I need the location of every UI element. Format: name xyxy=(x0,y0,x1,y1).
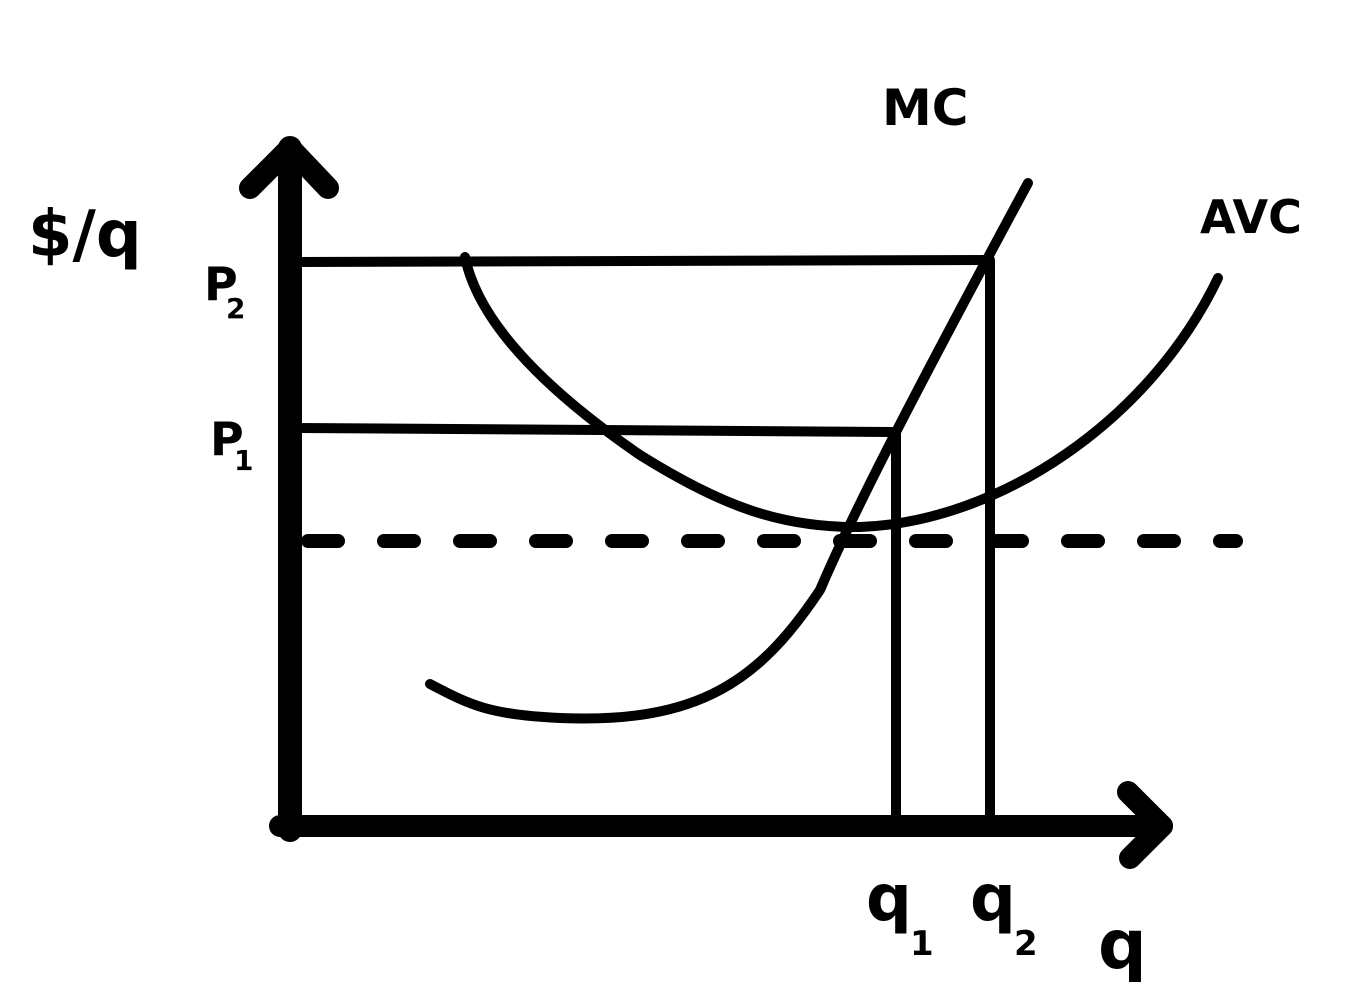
x-axis-label: q xyxy=(1098,906,1147,985)
y-axis-arrowhead xyxy=(239,137,339,199)
svg-text:1: 1 xyxy=(910,924,934,964)
avc-curve xyxy=(460,252,1223,533)
p2-label: P 2 xyxy=(204,257,245,325)
mc-curve xyxy=(425,178,1033,724)
q2-label: q 2 xyxy=(970,862,1038,964)
avc-curve-label: AVC xyxy=(1200,190,1302,244)
y-axis-label: $/q xyxy=(28,198,142,272)
p1-label: P 1 xyxy=(210,412,253,477)
q1-label: q 1 xyxy=(866,862,934,964)
x-axis-arrowhead xyxy=(1117,781,1173,869)
mc-curve-label: MC xyxy=(882,79,968,137)
svg-text:1: 1 xyxy=(234,444,253,477)
svg-text:P: P xyxy=(210,412,244,466)
svg-text:q: q xyxy=(970,862,1016,936)
svg-text:2: 2 xyxy=(1014,924,1038,964)
svg-text:2: 2 xyxy=(226,292,245,325)
svg-text:q: q xyxy=(866,862,912,936)
p2-price-line xyxy=(293,255,995,267)
svg-text:P: P xyxy=(204,257,238,311)
